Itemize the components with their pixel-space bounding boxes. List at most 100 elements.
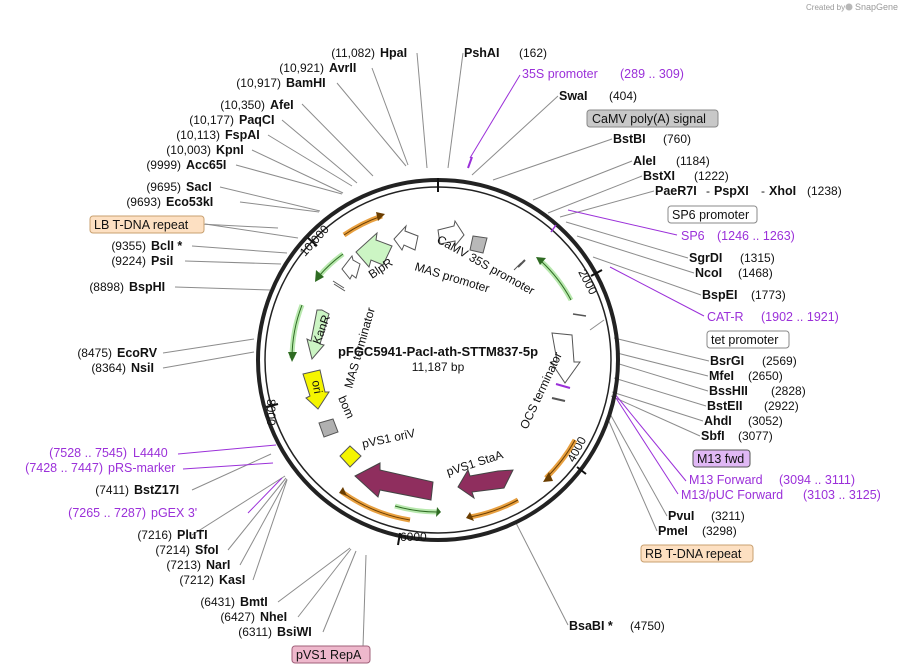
leader-line xyxy=(547,175,643,214)
site-name[interactable]: SwaI xyxy=(559,89,588,103)
site-name[interactable]: BsrGI xyxy=(710,354,744,368)
plasmid-length: 11,187 bp xyxy=(412,360,465,374)
pvs1-repa-label[interactable]: pVS1 RepA xyxy=(291,645,371,664)
snapgene-credit: Created by SnapGene xyxy=(806,2,898,12)
site-name[interactable]: BmtI xyxy=(240,595,268,609)
site-name[interactable]: BspHI xyxy=(129,280,165,294)
site-name[interactable]: AhdI xyxy=(704,414,732,428)
primer-range: (3094 .. 3111) xyxy=(779,473,855,487)
site-name[interactable]: EcoRV xyxy=(117,346,158,360)
site-name[interactable]: BstBI xyxy=(613,132,646,146)
leader-line xyxy=(576,235,695,274)
green-arc-bottom-core xyxy=(394,505,438,513)
leader-line xyxy=(322,550,357,633)
site-name[interactable]: SgrDI xyxy=(689,251,722,265)
m13-fwd-label[interactable]: M13 fwd xyxy=(692,449,751,468)
site-name[interactable]: BclI * xyxy=(151,239,182,253)
site-name[interactable]: FspAI xyxy=(225,128,260,142)
site-name[interactable]: BstZ17I xyxy=(134,483,179,497)
site-name[interactable]: SfoI xyxy=(195,543,219,557)
site-name-pspxi[interactable]: PspXI xyxy=(714,184,749,198)
primer-name[interactable]: pRS-marker xyxy=(108,461,175,475)
kanr-arrow xyxy=(306,309,330,361)
site-name[interactable]: PsiI xyxy=(151,254,173,268)
site-name[interactable]: SbfI xyxy=(701,429,725,443)
primer-name[interactable]: M13/pUC Forward xyxy=(681,488,783,502)
site-name[interactable]: BssHII xyxy=(709,384,748,398)
leader-line xyxy=(514,520,569,626)
leader-line xyxy=(559,190,655,218)
site-pos: (3052) xyxy=(748,414,783,428)
site-name[interactable]: PmeI xyxy=(658,524,688,538)
leader-line xyxy=(471,95,559,176)
tet-promoter-label[interactable]: tet promoter xyxy=(706,330,790,349)
plasmid-center: pFGC5941-PacI-ath-STTM837-5p 11,187 bp xyxy=(338,344,538,374)
feature-dash xyxy=(517,259,526,268)
site-pos: (2650) xyxy=(748,369,783,383)
site-name[interactable]: PvuI xyxy=(668,509,694,523)
site-pos: (10,113) xyxy=(176,128,220,142)
primer-range: (3103 .. 3125) xyxy=(803,488,881,502)
leader-line xyxy=(277,547,351,603)
primer-labels: 35S promoter (289 .. 309) SP6 (1246 .. 1… xyxy=(25,67,881,520)
primer-name[interactable]: L4440 xyxy=(133,446,168,460)
leader-line xyxy=(184,260,282,265)
site-name[interactable]: BamHI xyxy=(286,76,326,90)
leader-line xyxy=(162,351,255,369)
site-name[interactable]: KasI xyxy=(219,573,245,587)
site-name[interactable]: BstEII xyxy=(707,399,742,413)
site-name[interactable]: Acc65I xyxy=(186,158,226,172)
site-pos: (404) xyxy=(609,89,637,103)
boxed-labels: CaMV poly(A) signal SP6 promoter tet pro… xyxy=(89,109,790,664)
site-name[interactable]: SacI xyxy=(186,180,212,194)
site-name[interactable]: AvrII xyxy=(329,61,356,75)
site-pos: (760) xyxy=(663,132,691,146)
site-name[interactable]: NarI xyxy=(206,558,230,572)
site-name-paer7i[interactable]: PaeR7I xyxy=(655,184,697,198)
green-arc-right xyxy=(539,259,574,302)
site-name[interactable]: KpnI xyxy=(216,143,244,157)
site-pos: (10,350) xyxy=(220,98,265,112)
site-name[interactable]: AleI xyxy=(633,154,656,168)
leader-line xyxy=(608,411,668,517)
primer-mark xyxy=(550,224,557,233)
primer-name[interactable]: CAT-R xyxy=(707,310,744,324)
primer-name[interactable]: M13 Forward xyxy=(689,473,763,487)
leader-line xyxy=(239,201,320,213)
site-name[interactable]: HpaI xyxy=(380,46,407,60)
leader-line xyxy=(492,138,613,181)
site-name[interactable]: PaqCI xyxy=(239,113,274,127)
rb-repeat-label[interactable]: RB T-DNA repeat xyxy=(640,544,754,563)
site-pos: (1315) xyxy=(740,251,775,265)
primer-leader xyxy=(177,444,277,455)
leader-line xyxy=(191,453,272,491)
leader-line xyxy=(589,319,605,331)
leader-line xyxy=(371,67,409,166)
camv-polya-label[interactable]: CaMV poly(A) signal xyxy=(586,109,719,128)
site-name[interactable]: BsiWI xyxy=(277,625,312,639)
leader-line xyxy=(199,223,279,229)
leader-line xyxy=(281,119,358,184)
site-dash: - xyxy=(761,184,765,198)
site-pos: (9355) xyxy=(111,239,146,253)
site-name[interactable]: BstXI xyxy=(643,169,675,183)
site-name[interactable]: BspEI xyxy=(702,288,737,302)
site-name[interactable]: NcoI xyxy=(695,266,722,280)
site-name[interactable]: NsiI xyxy=(131,361,154,375)
site-name[interactable]: NheI xyxy=(260,610,287,624)
site-name[interactable]: PshAI xyxy=(464,46,499,60)
site-name[interactable]: MfeI xyxy=(709,369,734,383)
site-name[interactable]: AfeI xyxy=(270,98,294,112)
lb-repeat-label[interactable]: LB T-DNA repeat xyxy=(89,215,205,234)
primer-name[interactable]: pGEX 3' xyxy=(151,506,197,520)
sp6-promoter-label[interactable]: SP6 promoter xyxy=(667,205,758,224)
site-name-xhoi[interactable]: XhoI xyxy=(769,184,796,198)
primer-name[interactable]: 35S promoter xyxy=(522,67,598,81)
pvs1-repa-arrow xyxy=(354,462,434,501)
site-name[interactable]: BsaBI * xyxy=(569,619,613,633)
primer-name[interactable]: SP6 xyxy=(681,229,705,243)
site-name[interactable]: PluTI xyxy=(177,528,208,542)
site-name[interactable]: Eco53kI xyxy=(166,195,213,209)
leader-line xyxy=(607,418,658,532)
